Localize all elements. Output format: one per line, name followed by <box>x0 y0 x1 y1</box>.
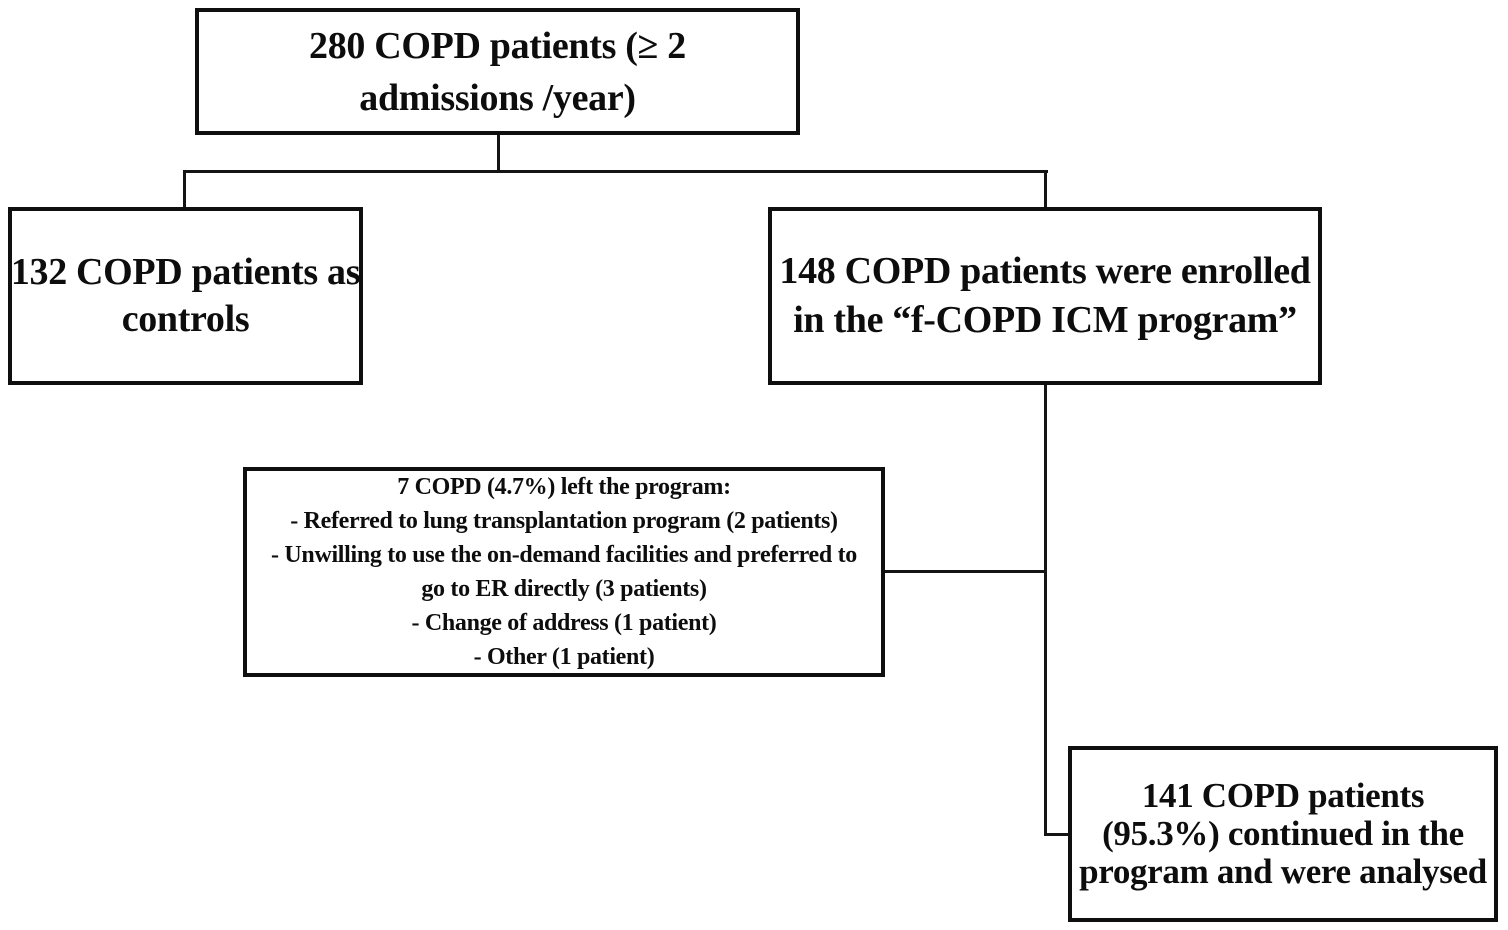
box-total-copd-patients: 280 COPD patients (≥ 2 admissions /year) <box>195 8 800 135</box>
box-controls-line: 132 COPD patients as <box>10 251 361 293</box>
box-controls-group: 132 COPD patients as controls <box>8 207 363 385</box>
box-total-line: admissions /year) <box>359 76 636 119</box>
box-dropout-line: - Referred to lung transplantation progr… <box>290 508 838 534</box>
box-enrolled-group: 148 COPD patients were enrolled in the “… <box>768 207 1322 385</box>
box-dropout-line: - Unwilling to use the on-demand facilit… <box>271 542 857 568</box>
box-enrolled-line: in the “f-COPD ICM program” <box>793 299 1297 341</box>
box-enrolled-line: 148 COPD patients were enrolled <box>779 250 1311 292</box>
box-dropout-line: go to ER directly (3 patients) <box>421 576 707 602</box>
box-total-line: 280 COPD patients (≥ 2 <box>309 24 686 67</box>
box-controls-line: controls <box>121 298 250 340</box>
box-analysed-line: (95.3%) continued in the <box>1102 814 1464 853</box>
box-dropout-line: - Change of address (1 patient) <box>411 610 717 636</box>
connector-total-to-split <box>497 135 500 173</box>
connector-split-horizontal <box>183 170 1048 173</box>
connector-enrolled-to-analysed <box>1044 384 1047 836</box>
box-dropout-line: 7 COPD (4.7%) left the program: <box>397 474 731 500</box>
connector-drop-to-enrolled <box>1044 170 1047 208</box>
connector-dropout-branch <box>885 570 1046 573</box>
box-dropout-reasons: 7 COPD (4.7%) left the program: - Referr… <box>243 467 885 677</box>
connector-drop-to-controls <box>183 170 186 208</box>
box-analysed-line: program and were analysed <box>1079 852 1487 891</box>
box-dropout-line: - Other (1 patient) <box>473 644 655 670</box>
box-analysed-line: 141 COPD patients <box>1141 776 1425 815</box>
box-analysed-group: 141 COPD patients (95.3%) continued in t… <box>1068 746 1498 922</box>
connector-elbow-to-analysed <box>1044 833 1070 836</box>
